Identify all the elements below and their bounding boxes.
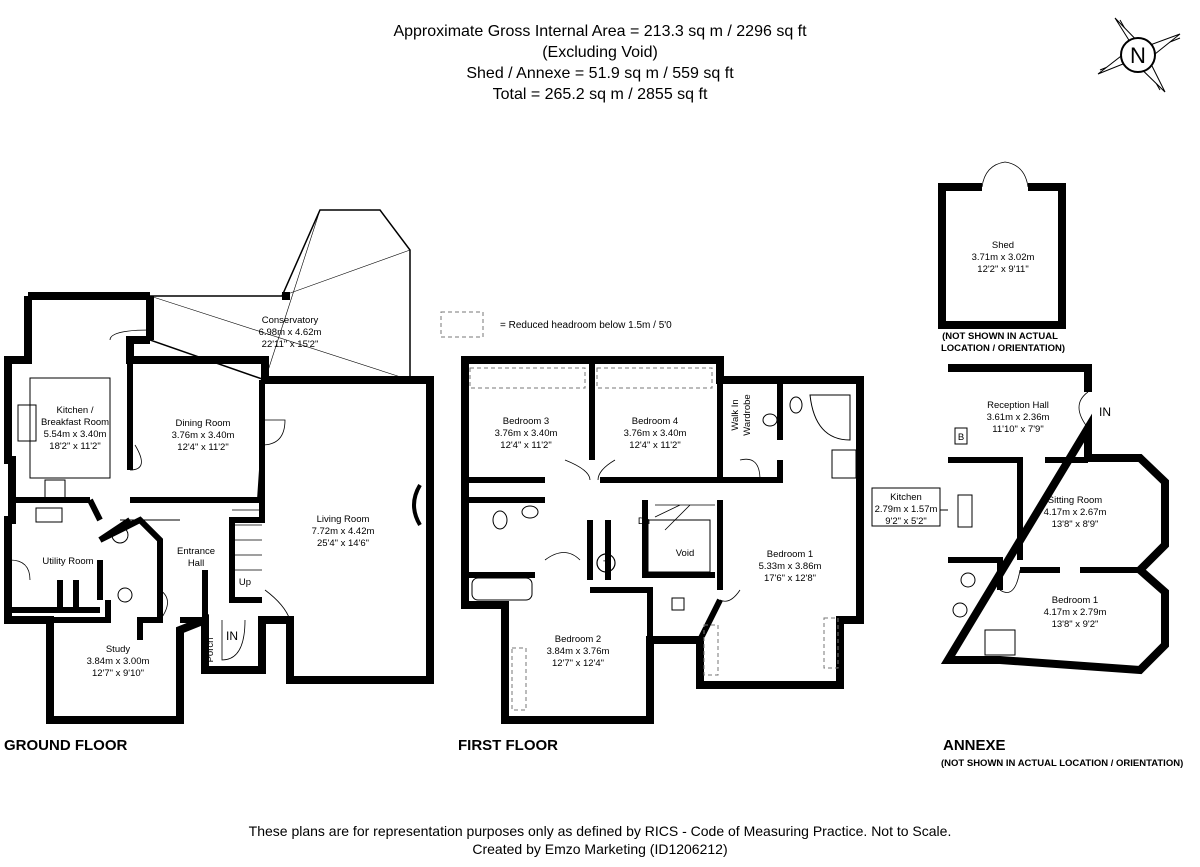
boiler-label: B: [958, 432, 964, 443]
bed4-metric: 3.76m x 3.40m: [624, 428, 687, 439]
sitting-metric: 4.17m x 2.67m: [1044, 507, 1107, 518]
reception-name: Reception Hall: [987, 400, 1049, 411]
first-floor-plan: [461, 356, 864, 724]
porch-name: Porch: [205, 638, 216, 663]
annexe-note: (NOT SHOWN IN ACTUAL LOCATION / ORIENTAT…: [941, 758, 1184, 769]
annexe-kitchen-box: [871, 487, 941, 527]
credit: Created by Emzo Marketing (ID1206212): [472, 841, 728, 857]
conservatory-metric: 6.98m x 4.62m: [259, 327, 322, 338]
entrance-name2: Hall: [188, 558, 204, 569]
bed4-imperial: 12'4" x 11'2": [629, 440, 680, 451]
legend-text: = Reduced headroom below 1.5m / 5'0: [500, 320, 672, 331]
ground-floor-label: GROUND FLOOR: [4, 737, 128, 754]
dining-imperial: 12'4" x 11'2": [177, 442, 228, 453]
shed-note-line1: (NOT SHOWN IN ACTUAL: [942, 331, 1058, 342]
annexe-kitchen-name: Kitchen: [890, 492, 922, 503]
kitchen-metric: 5.54m x 3.40m: [44, 429, 107, 440]
shed-imperial: 12'2" x 9'11": [977, 264, 1028, 275]
tank-label: T: [603, 559, 609, 570]
disclaimer: These plans are for representation purpo…: [248, 823, 952, 839]
bed1-metric: 5.33m x 3.86m: [759, 561, 822, 572]
ground-floor-labels: Kitchen / Breakfast Room 5.54m x 3.40m 1…: [41, 315, 375, 679]
study-imperial: 12'7" x 9'10": [92, 668, 144, 679]
walkin-name2: Wardrobe: [742, 394, 753, 435]
stairs-down-label: Dn: [638, 516, 650, 527]
reception-imperial: 11'10" x 7'9": [992, 424, 1043, 435]
conservatory-imperial: 22'11" x 15'2": [262, 339, 319, 350]
conservatory-name: Conservatory: [262, 315, 319, 326]
dining-name: Dining Room: [176, 418, 231, 429]
entrance-name1: Entrance: [177, 546, 215, 557]
reception-metric: 3.61m x 2.36m: [987, 412, 1050, 423]
legend-swatch: [440, 311, 484, 338]
annexe-bed1-name: Bedroom 1: [1052, 595, 1098, 606]
bed1-imperial: 17'6" x 12'8": [764, 573, 816, 584]
area-subtitle: (Excluding Void): [542, 44, 658, 61]
compass-icon: N: [1097, 17, 1181, 93]
bed3-metric: 3.76m x 3.40m: [495, 428, 558, 439]
compass-letter: N: [1130, 43, 1146, 68]
stairs-up-label: Up: [239, 577, 251, 588]
kitchen-name1: Kitchen /: [57, 405, 94, 416]
void-name: Void: [676, 548, 695, 559]
bed3-name: Bedroom 3: [503, 416, 549, 427]
ground-floor-plan: [4, 209, 434, 724]
living-name: Living Room: [317, 514, 370, 525]
annexe-in-label: IN: [1099, 405, 1111, 419]
first-floor-label: FIRST FLOOR: [458, 737, 558, 754]
annexe-bed1-imperial: 13'8" x 9'2": [1052, 619, 1099, 630]
annexe-label: ANNEXE: [943, 737, 1006, 754]
shed-metric: 3.71m x 3.02m: [972, 252, 1035, 263]
sitting-name: Sitting Room: [1048, 495, 1102, 506]
shed-note-line2: LOCATION / ORIENTATION): [941, 343, 1065, 354]
bed2-imperial: 12'7" x 12'4": [552, 658, 604, 669]
annexe-kitchen-imperial: 9'2" x 5'2": [885, 516, 927, 527]
study-metric: 3.84m x 3.00m: [87, 656, 150, 667]
bed2-metric: 3.84m x 3.76m: [547, 646, 610, 657]
shed-name: Shed: [992, 240, 1014, 251]
sitting-imperial: 13'8" x 8'9": [1052, 519, 1099, 530]
first-floor-labels: Bedroom 3 3.76m x 3.40m 12'4" x 11'2" Be…: [495, 394, 822, 669]
bed2-name: Bedroom 2: [555, 634, 601, 645]
living-metric: 7.72m x 4.42m: [312, 526, 375, 537]
dining-metric: 3.76m x 3.40m: [172, 430, 235, 441]
living-imperial: 25'4" x 14'6": [317, 538, 369, 549]
shed-plan: [938, 161, 1066, 329]
area-title: Approximate Gross Internal Area = 213.3 …: [393, 23, 807, 40]
annexe-area: Shed / Annexe = 51.9 sq m / 559 sq ft: [466, 65, 734, 82]
bed3-imperial: 12'4" x 11'2": [500, 440, 551, 451]
bed1-name: Bedroom 1: [767, 549, 813, 560]
kitchen-name2: Breakfast Room: [41, 417, 109, 428]
walkin-name1: Walk In: [730, 399, 741, 430]
annexe-bed1-metric: 4.17m x 2.79m: [1044, 607, 1107, 618]
study-name: Study: [106, 644, 131, 655]
annexe-plan: [940, 364, 1169, 675]
annexe-labels: Reception Hall 3.61m x 2.36m 11'10" x 7'…: [875, 400, 1111, 630]
annexe-kitchen-metric: 2.79m x 1.57m: [875, 504, 938, 515]
kitchen-imperial: 18'2" x 11'2": [49, 441, 100, 452]
entrance-in-label: IN: [226, 629, 238, 643]
utility-name: Utility Room: [42, 556, 93, 567]
total-area: Total = 265.2 sq m / 2855 sq ft: [492, 86, 708, 103]
bed4-name: Bedroom 4: [632, 416, 678, 427]
